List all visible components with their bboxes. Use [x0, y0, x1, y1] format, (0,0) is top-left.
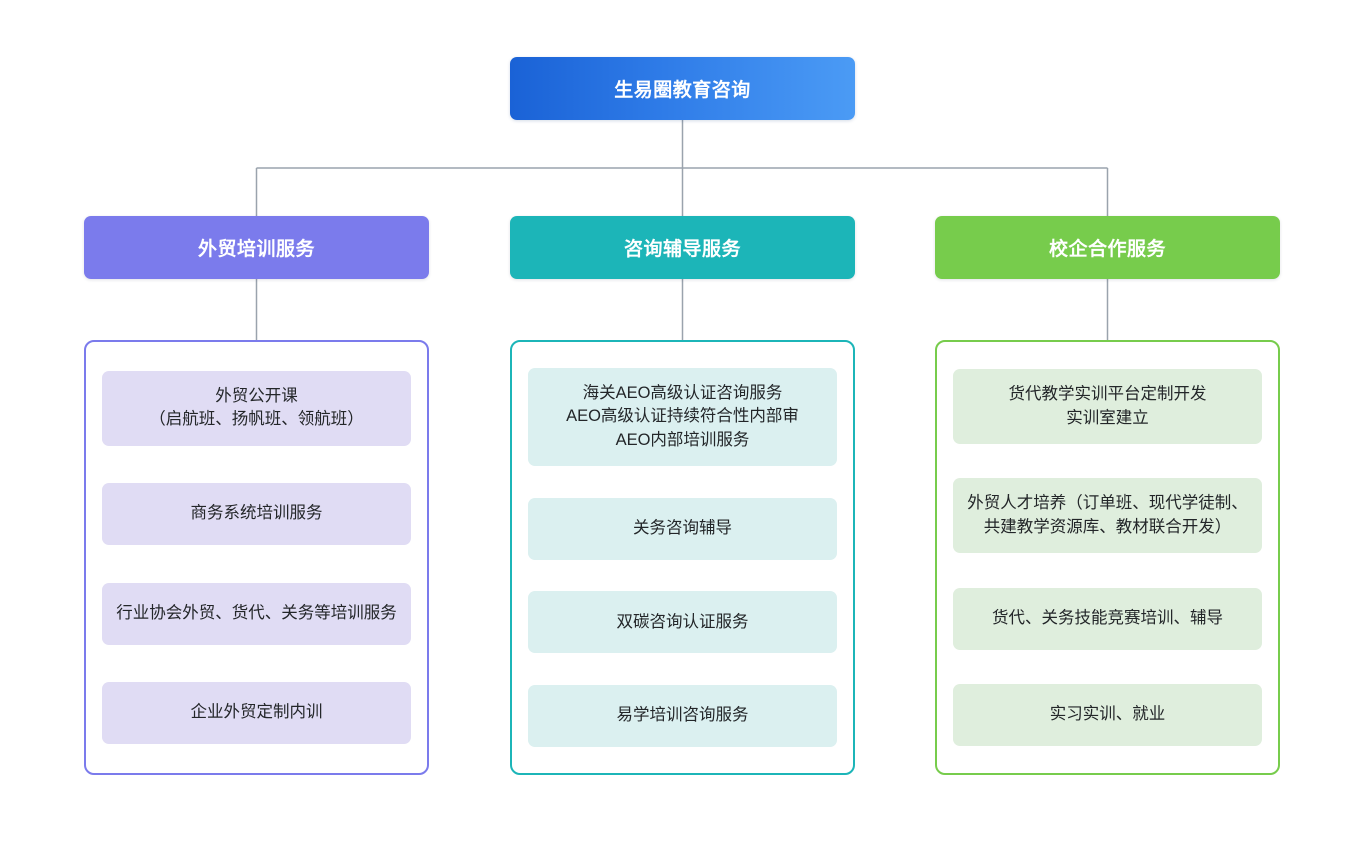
branch-header-label: 咨询辅导服务 — [623, 239, 741, 260]
service-item[interactable]: 实习实训、就业 — [953, 683, 1262, 746]
branch-column-xiaoqi-hezuo: 校企合作服务 — [935, 216, 1280, 279]
root-node-label: 生易圈教育咨询 — [614, 80, 751, 101]
branch-header-waimao-peixun[interactable]: 外贸培训服务 — [84, 216, 429, 279]
service-item[interactable]: 易学培训咨询服务 — [528, 685, 837, 748]
service-item[interactable]: 外贸公开课（启航班、扬帆班、领航班） — [102, 370, 411, 446]
branch-panel-xiaoqi-hezuo: 货代教学实训平台定制开发实训室建立 外贸人才培养（订单班、现代学徒制、共建教学资… — [935, 340, 1280, 775]
branch-column-zixun-fudao: 咨询辅导服务 — [510, 216, 855, 279]
service-item[interactable]: 外贸人才培养（订单班、现代学徒制、共建教学资源库、教材联合开发） — [953, 478, 1262, 554]
service-item[interactable]: 商务系统培训服务 — [102, 483, 411, 546]
service-item[interactable]: 双碳咨询认证服务 — [528, 591, 837, 654]
service-item[interactable]: 行业协会外贸、货代、关务等培训服务 — [102, 582, 411, 645]
branch-header-zixun-fudao[interactable]: 咨询辅导服务 — [510, 216, 855, 279]
branch-header-label: 外贸培训服务 — [197, 239, 315, 260]
service-item[interactable]: 关务咨询辅导 — [528, 497, 837, 560]
branch-column-waimao-peixun: 外贸培训服务 — [84, 216, 429, 279]
root-node[interactable]: 生易圈教育咨询 — [510, 57, 855, 120]
service-item[interactable]: 企业外贸定制内训 — [102, 682, 411, 745]
branch-header-xiaoqi-hezuo[interactable]: 校企合作服务 — [935, 216, 1280, 279]
branch-header-label: 校企合作服务 — [1048, 239, 1166, 260]
branch-panel-waimao-peixun: 外贸公开课（启航班、扬帆班、领航班） 商务系统培训服务 行业协会外贸、货代、关务… — [84, 340, 429, 775]
service-item[interactable]: 货代教学实训平台定制开发实训室建立 — [953, 369, 1262, 444]
service-item[interactable]: 货代、关务技能竞赛培训、辅导 — [953, 587, 1262, 650]
